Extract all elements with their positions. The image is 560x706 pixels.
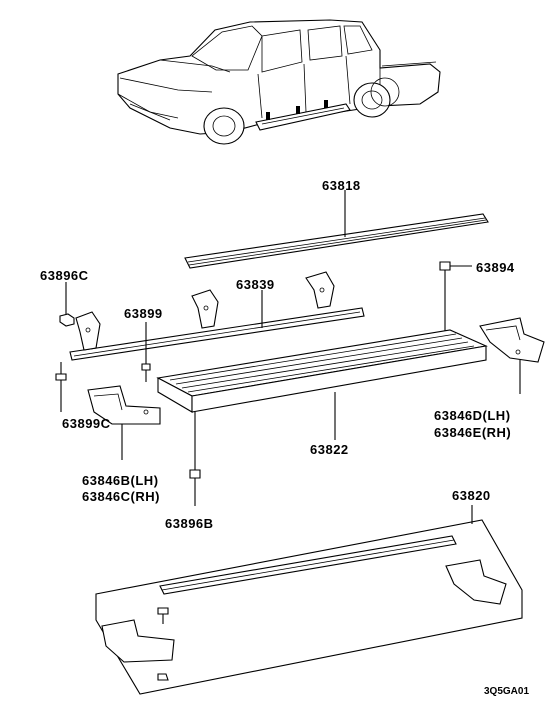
label-63846D: 63846D(LH) — [434, 408, 511, 423]
label-63839: 63839 — [236, 277, 275, 292]
part-63818 — [184, 190, 489, 269]
part-63894 — [439, 261, 472, 350]
part-63896C — [59, 282, 75, 327]
label-63846E: 63846E(RH) — [434, 425, 511, 440]
diagram-code: 3Q5GA01 — [484, 686, 529, 697]
label-63820: 63820 — [452, 488, 491, 503]
label-63896C: 63896C — [40, 268, 89, 283]
label-63846B: 63846B(LH) — [82, 473, 159, 488]
part-63899C — [55, 362, 67, 412]
label-63896B: 63896B — [165, 516, 214, 531]
part-63822 — [156, 329, 488, 440]
part-63846D-E — [479, 317, 545, 394]
truck-illustration — [117, 19, 441, 145]
labels: 63818 63896C 63839 63894 63899 63899C 63… — [40, 178, 529, 697]
label-63899: 63899 — [124, 306, 163, 321]
label-63846C: 63846C(RH) — [82, 489, 160, 504]
label-63818: 63818 — [322, 178, 361, 193]
part-63846B-C — [87, 385, 161, 460]
label-63899C: 63899C — [62, 416, 111, 431]
part-63896B — [189, 412, 201, 506]
label-63894: 63894 — [476, 260, 515, 275]
label-63822: 63822 — [310, 442, 349, 457]
part-63839 — [69, 271, 365, 361]
part-63899 — [141, 322, 151, 382]
part-63820 — [95, 505, 523, 695]
